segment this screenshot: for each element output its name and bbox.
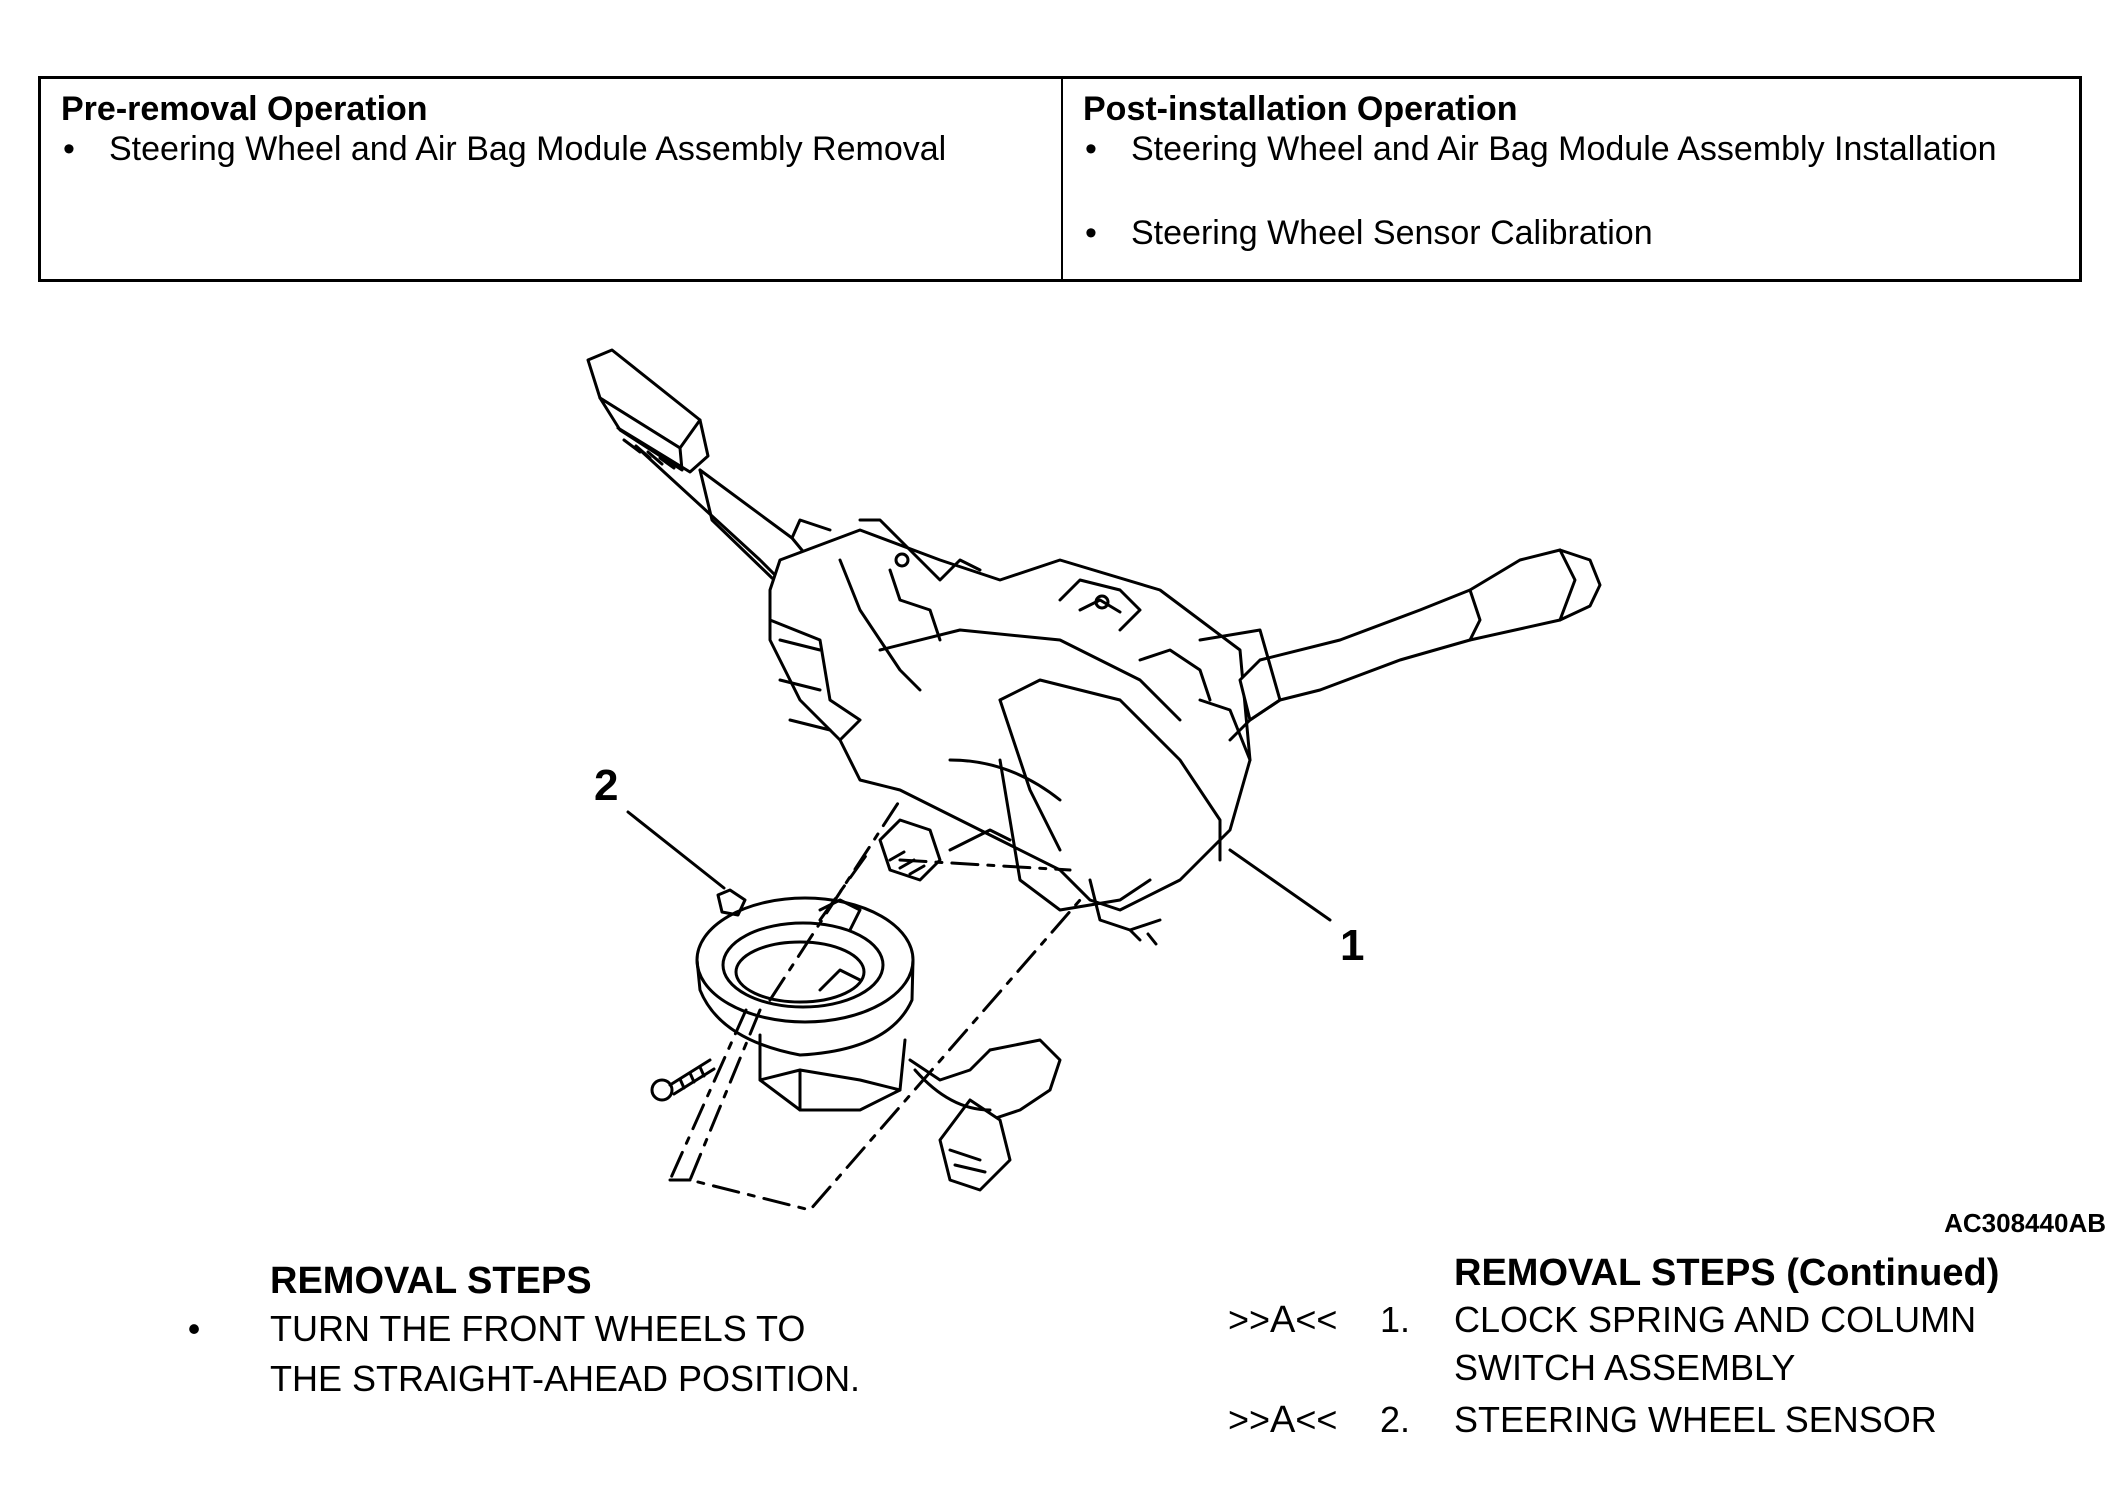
removal-steps: REMOVAL STEPS • TURN THE FRONT WHEELS TO…: [188, 1258, 1070, 1404]
pre-removal-column: Pre-removal Operation • Steering Wheel a…: [41, 79, 1063, 279]
callout-2-leader: [626, 810, 726, 890]
column-switch-body: [768, 518, 1252, 946]
post-installation-column: Post-installation Operation • Steering W…: [1063, 79, 2079, 279]
post-installation-item: • Steering Wheel Sensor Calibration: [1083, 213, 2059, 253]
bullet: •: [187, 1308, 201, 1349]
step-number: 2.: [1380, 1399, 1411, 1440]
step-description: CLOCK SPRING AND COLUMN SWITCH ASSEMBLY: [1454, 1299, 1977, 1388]
removal-note-line: TURN THE FRONT WHEELS TO: [270, 1308, 806, 1349]
post-installation-title: Post-installation Operation: [1083, 90, 1518, 128]
step-description: STEERING WHEEL SENSOR: [1454, 1399, 1937, 1440]
removal-step: >>A<< 2. STEERING WHEEL SENSOR: [1228, 1396, 2108, 1444]
bullet: •: [1085, 214, 1097, 252]
removal-note: THE STRAIGHT-AHEAD POSITION.: [188, 1354, 1070, 1404]
bullet: •: [63, 130, 75, 168]
step-number: 1.: [1380, 1299, 1411, 1340]
bullet: •: [1085, 130, 1097, 168]
callout-1-label: 1: [1340, 921, 1364, 970]
removal-step: >>A<< 1. CLOCK SPRING AND COLUMN SWITCH …: [1228, 1296, 2108, 1392]
step-reference: >>A<<: [1228, 1299, 1338, 1341]
removal-steps-continued: REMOVAL STEPS (Continued) >>A<< 1. CLOCK…: [1228, 1250, 2108, 1444]
alignment-dashed-lines: [668, 798, 1082, 1212]
post-installation-item: • Steering Wheel and Air Bag Module Asse…: [1083, 129, 2059, 169]
mounting-screw: [650, 1058, 716, 1102]
pre-removal-item: • Steering Wheel and Air Bag Module Asse…: [61, 129, 1041, 169]
removal-steps-title: REMOVAL STEPS: [270, 1260, 592, 1302]
clock-spring-ring: [695, 888, 1062, 1192]
removal-steps-continued-title: REMOVAL STEPS (Continued): [1454, 1252, 2000, 1294]
removal-note: • TURN THE FRONT WHEELS TO: [188, 1304, 1070, 1354]
post-installation-item-text: Steering Wheel Sensor Calibration: [1131, 214, 1653, 252]
pre-removal-title: Pre-removal Operation: [61, 90, 428, 128]
callout-2-label: 2: [594, 761, 618, 810]
right-stalk-lever: [1198, 548, 1602, 742]
left-stalk-lever: [586, 348, 832, 592]
removal-note-line: THE STRAIGHT-AHEAD POSITION.: [270, 1358, 861, 1399]
operations-table: Pre-removal Operation • Steering Wheel a…: [38, 76, 2082, 282]
step-reference: >>A<<: [1228, 1399, 1338, 1441]
figure-id: AC308440AB: [1944, 1208, 2106, 1238]
post-installation-item-text: Steering Wheel and Air Bag Module Assemb…: [1131, 130, 1997, 168]
column-switch-illustration: 1 2: [586, 348, 1602, 1212]
pre-removal-item-text: Steering Wheel and Air Bag Module Assemb…: [109, 130, 947, 168]
callout-1-leader: [1228, 848, 1332, 922]
